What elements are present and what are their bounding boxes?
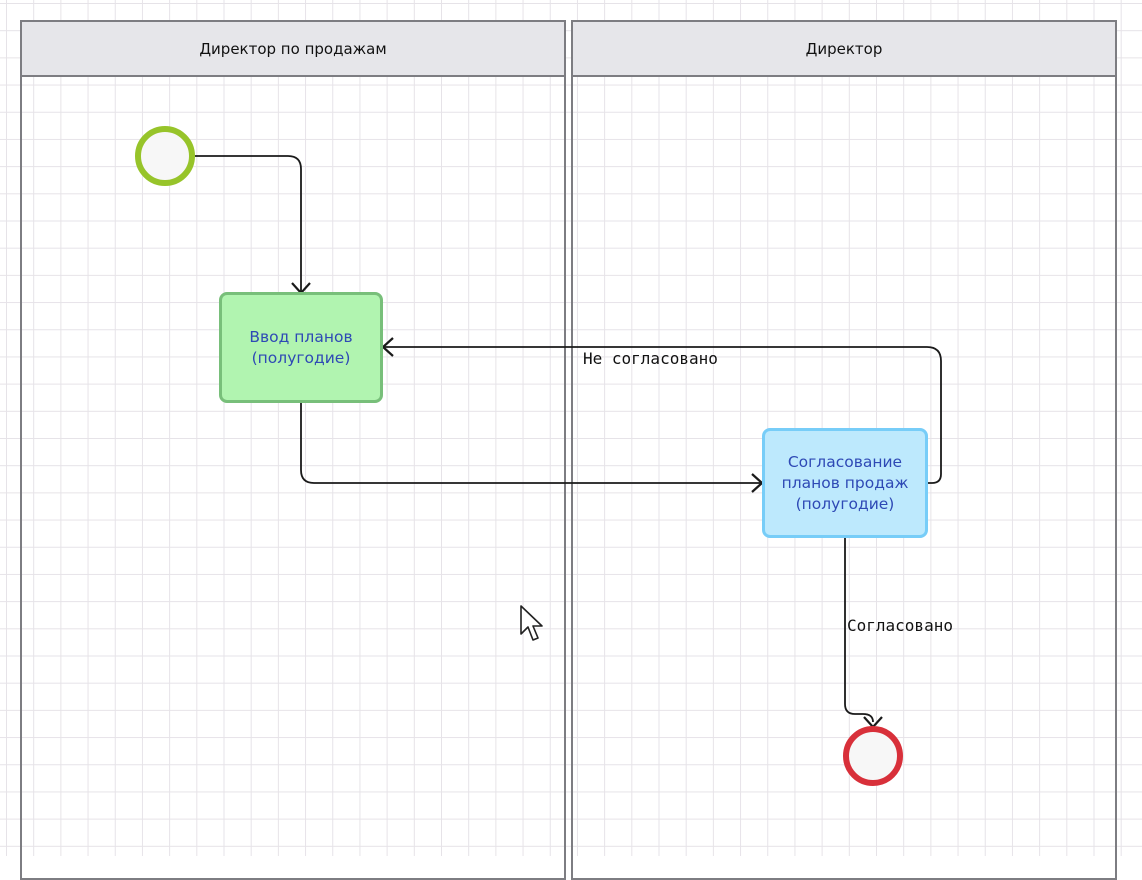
flow-not-approved[interactable] [383, 346, 942, 484]
start-event[interactable] [135, 126, 195, 186]
flow-approved[interactable] [844, 538, 874, 723]
task-approve-sales-plans[interactable]: Согласование планов продаж (полугодие) [762, 428, 928, 538]
task-approve-sales-plans-label: Согласование планов продаж (полугодие) [781, 452, 909, 513]
mouse-cursor-icon [520, 605, 543, 641]
lane-header-director: Директор [573, 22, 1115, 77]
end-event[interactable] [843, 726, 903, 786]
lane-header-sales-director: Директор по продажам [22, 22, 564, 77]
edge-label-not-approved: Не согласовано [583, 349, 718, 368]
flow-input-to-approve[interactable] [300, 403, 762, 484]
swimlane-sales-director[interactable]: Директор по продажам [20, 20, 566, 880]
arrowhead-input-right [381, 337, 394, 357]
task-enter-plans[interactable]: Ввод планов (полугодие) [219, 292, 383, 403]
diagram-connectors [135, 126, 942, 786]
edge-label-approved: Согласовано [847, 616, 953, 635]
task-enter-plans-label: Ввод планов (полугодие) [249, 327, 353, 367]
swimlane-director[interactable]: Директор [571, 20, 1117, 880]
flow-start-to-input[interactable] [195, 155, 302, 292]
